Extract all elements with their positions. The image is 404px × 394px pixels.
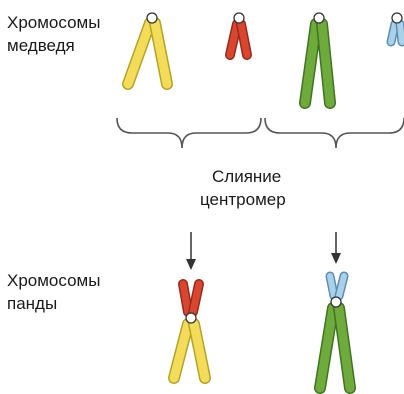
panda-chromosomes-label-line1: Хромосомы xyxy=(7,271,101,290)
bear-chromosome-blue xyxy=(386,12,404,47)
centromere xyxy=(391,12,403,24)
bear-chromosome-yellow xyxy=(122,12,173,90)
bear-chromosome-red xyxy=(225,12,252,60)
centromere xyxy=(330,296,342,308)
centromere xyxy=(146,12,158,24)
centromere xyxy=(233,12,245,24)
panda-chromosome-red-yellow xyxy=(168,279,211,384)
right-brace xyxy=(264,117,404,149)
centromere xyxy=(313,12,325,24)
bear-chromosomes-label-line2: медведя xyxy=(7,36,75,55)
arrow-right xyxy=(331,232,341,264)
panda-chromosome-blue-green xyxy=(314,271,356,394)
panda-chromosomes-label-line2: панды xyxy=(7,294,58,313)
bear-chromosome-green xyxy=(299,12,336,109)
arrow-left xyxy=(186,232,196,270)
left-brace xyxy=(116,117,262,149)
centromere-fusion-label-line1: Слияние xyxy=(212,167,282,186)
bear-chromosomes-label-line1: Хромосомы xyxy=(7,13,101,32)
centromere-fusion-label-line2: центромер xyxy=(200,190,286,209)
centromere xyxy=(185,312,197,324)
